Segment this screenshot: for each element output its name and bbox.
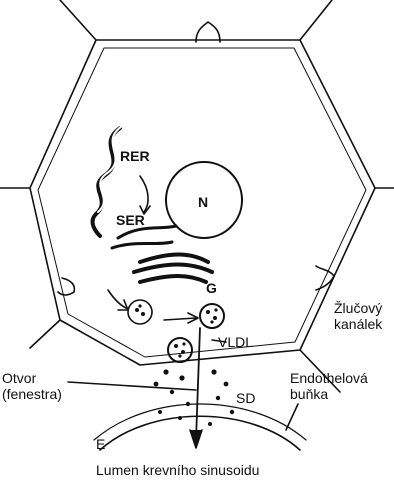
label-bile-canaliculus: Žlučový kanálek <box>334 300 382 332</box>
label-bile-canaliculus-line-2: kanálek <box>334 316 382 332</box>
label-fenestra-line-1: Otvor <box>2 370 62 386</box>
vesicle-vldl-2 <box>168 338 192 362</box>
vesicle-1 <box>128 300 152 324</box>
arrow-golgi-vesicle <box>108 290 126 308</box>
label-endothelial-cell-line-1: Endothelová <box>290 370 368 386</box>
label-golgi: G <box>206 280 217 296</box>
label-vldl: VLDL <box>218 334 253 350</box>
arrow-to-lumen <box>196 328 200 440</box>
label-nucleus: N <box>198 194 208 210</box>
golgi <box>134 255 212 283</box>
label-ser: SER <box>116 212 145 228</box>
arrow-vesicle-vldl <box>164 318 196 320</box>
bile-canaliculus-top <box>196 22 220 42</box>
label-rer: RER <box>120 148 150 164</box>
label-endothelial-cell: Endothelová buňka <box>290 370 368 402</box>
label-bile-canaliculus-line-1: Žlučový <box>334 300 382 316</box>
label-endothelial-cell-line-2: buňka <box>290 386 368 402</box>
label-lumen: Lumen krevního sinusoidu <box>96 462 259 478</box>
vesicle-vldl-1 <box>200 304 224 328</box>
label-sd: SD <box>236 390 255 406</box>
label-fenestra-line-2: (fenestra) <box>2 386 62 402</box>
label-fenestra: Otvor (fenestra) <box>2 370 62 402</box>
ser <box>112 226 176 248</box>
endo-leader <box>286 404 298 430</box>
label-e: E <box>96 436 105 452</box>
bile-canaliculus-left <box>58 278 74 295</box>
arrow-rer-ser <box>140 176 148 212</box>
otvor-leader <box>68 382 196 390</box>
